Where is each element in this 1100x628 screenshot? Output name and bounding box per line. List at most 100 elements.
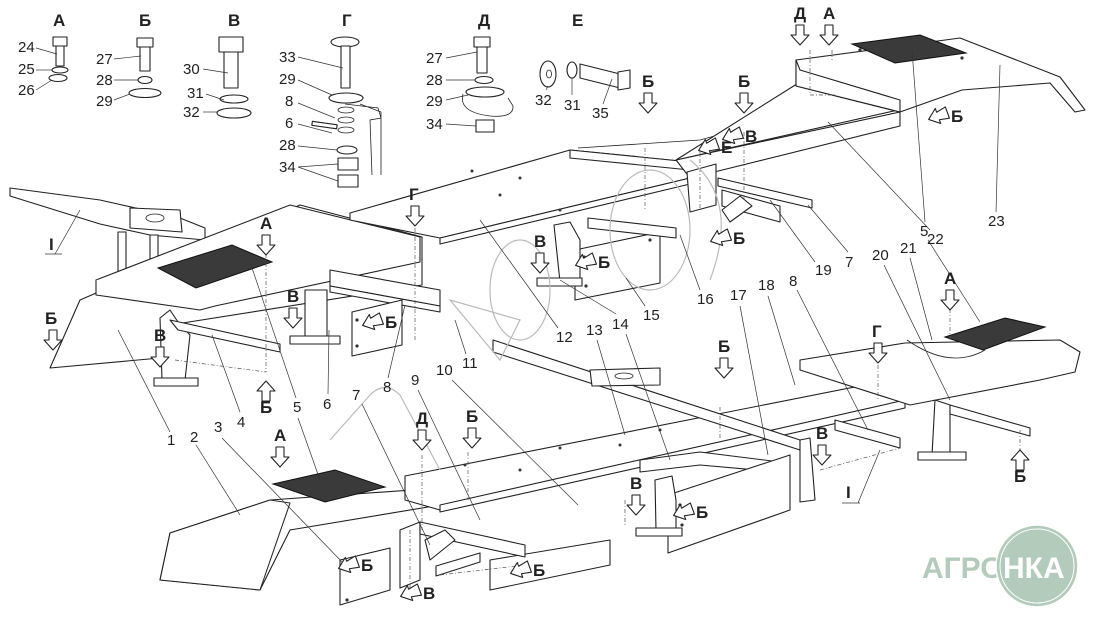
view-arrow-letter: Б xyxy=(598,253,610,272)
crossbar-4 xyxy=(169,319,281,353)
mesh-step-plate xyxy=(943,317,1047,351)
lower-frame xyxy=(159,317,1081,606)
view-arrow-G: Г xyxy=(405,185,425,227)
view-arrow-B: Б xyxy=(1010,449,1030,486)
lock-washer xyxy=(336,145,358,155)
part-label-5: 5 xyxy=(293,399,301,416)
part-label-8: 8 xyxy=(383,379,391,396)
part-label-18: 18 xyxy=(758,277,775,294)
part-label-17: 17 xyxy=(730,287,747,304)
part-label-3: 3 xyxy=(214,419,222,436)
part-label-22: 22 xyxy=(927,231,944,248)
view-arrow-B: Б xyxy=(43,309,63,351)
lock-washer xyxy=(51,66,69,74)
fastener-view-B: Б 27 28 29 xyxy=(96,11,162,110)
part-label-1: 1 xyxy=(167,432,175,449)
nut xyxy=(475,119,495,133)
part-label-14: 14 xyxy=(612,316,629,333)
view-arrow-A: А xyxy=(819,4,839,46)
hanging-plate xyxy=(667,454,791,554)
part-label-23: 23 xyxy=(988,213,1005,230)
flat-washer xyxy=(128,87,162,99)
view-arrow-B: Б xyxy=(673,502,708,522)
view-arrow-V: В xyxy=(626,474,646,516)
part-label-29: 29 xyxy=(426,93,443,110)
nut xyxy=(337,157,359,171)
view-title-A: А xyxy=(53,11,65,30)
view-arrow-B: Б xyxy=(734,72,754,114)
watermark xyxy=(329,159,722,471)
lock-washer xyxy=(137,75,153,85)
crossbar-16 xyxy=(587,217,677,239)
view-arrow-B: Б xyxy=(362,312,397,332)
crossbar-19 xyxy=(717,177,813,209)
view-arrow-letter: Д xyxy=(794,4,806,23)
part-label-19: 19 xyxy=(815,262,832,279)
part-label-13: 13 xyxy=(586,322,603,339)
part-label-28: 28 xyxy=(279,137,296,154)
part-label-6: 6 xyxy=(285,115,293,132)
part-label-25: 25 xyxy=(18,61,35,78)
bolt-shank xyxy=(139,46,151,72)
support-leg xyxy=(654,475,677,531)
upper-left-frame xyxy=(9,187,441,387)
part-label-34: 34 xyxy=(426,116,443,133)
part-label-31: 31 xyxy=(564,97,581,114)
view-arrow-V: В xyxy=(722,126,757,146)
view-arrow-B: Б xyxy=(638,72,658,114)
part-label-30: 30 xyxy=(183,61,200,78)
fastener-view-A: А 24 25 26 xyxy=(18,11,69,99)
part-label-15: 15 xyxy=(643,307,660,324)
view-arrow-letter: Б xyxy=(45,309,57,328)
support-leg-14 xyxy=(553,221,581,283)
view-arrow-D: Д xyxy=(412,409,432,451)
view-arrow-B: Б xyxy=(256,380,276,417)
flat-washer xyxy=(539,60,557,88)
logo-circle xyxy=(995,524,1079,608)
part-label-11: 11 xyxy=(462,355,478,372)
bolt-head xyxy=(136,37,154,48)
part-label-32: 32 xyxy=(183,104,200,121)
crossbar xyxy=(949,404,1031,437)
flat-washer xyxy=(328,92,364,104)
view-arrow-B: Б xyxy=(575,252,610,272)
view-title-D: Д xyxy=(478,11,490,30)
part-label-4: 4 xyxy=(237,414,245,431)
view-arrow-V: В xyxy=(400,583,435,603)
part-label-8: 8 xyxy=(285,93,293,110)
part-label-12: 12 xyxy=(556,329,573,346)
channel-8 xyxy=(834,419,901,449)
bolt-head xyxy=(617,69,631,91)
view-title-E: Е xyxy=(572,11,583,30)
fastener-view-D: Д 27 28 29 34 xyxy=(426,11,514,133)
view-arrow-letter: Б xyxy=(1014,467,1026,486)
view-arrow-letter: Б xyxy=(466,407,478,426)
mesh-step-plate xyxy=(271,469,387,503)
bolt-shank xyxy=(223,51,239,89)
part-label-9: 9 xyxy=(411,372,419,389)
agronka-logo: АГРО НКА xyxy=(922,524,1079,608)
view-arrow-letter: В xyxy=(287,287,299,306)
flat-washer xyxy=(465,86,505,98)
part-label-21: 21 xyxy=(900,240,917,257)
bolt-shank xyxy=(476,46,488,74)
split-washer xyxy=(219,94,249,104)
view-arrow-letter: Д xyxy=(416,409,428,428)
part-label-6: 6 xyxy=(323,396,331,413)
view-arrow-V: В xyxy=(150,326,170,368)
view-arrow-letter: Б xyxy=(738,72,750,91)
fastener-view-V: В 30 31 32 xyxy=(183,11,252,121)
view-arrow-letter: Б xyxy=(733,229,745,248)
part-label-5: 5 xyxy=(920,223,928,240)
part-label-29: 29 xyxy=(279,71,296,88)
view-arrow-letter: Б xyxy=(260,398,272,417)
view-arrow-B: Б xyxy=(338,555,373,575)
part-label-28: 28 xyxy=(96,72,113,89)
logo-text-right: НКА xyxy=(1003,552,1065,585)
part-label-33: 33 xyxy=(279,49,296,66)
view-arrow-V: В xyxy=(812,424,832,466)
part-label-24: 24 xyxy=(18,39,35,56)
part-label-27: 27 xyxy=(426,50,443,67)
part-label-20: 20 xyxy=(872,247,889,264)
view-arrow-letter: В xyxy=(816,424,828,443)
